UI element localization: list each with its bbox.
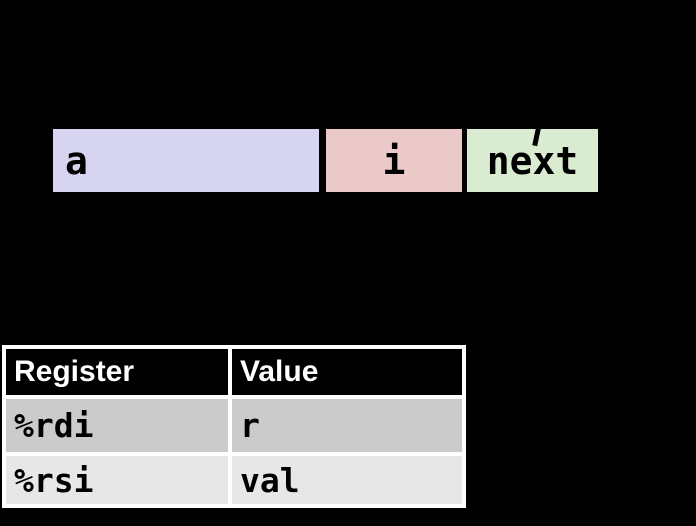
register-table: Register Value %rdi r %rsi val: [2, 345, 466, 508]
memory-box-a-label: a: [65, 138, 88, 183]
value-cell-rdi: r: [228, 395, 466, 456]
table-row-rdi: %rdi r: [2, 395, 466, 456]
column-header-value: Value: [228, 345, 466, 399]
register-cell-rsi: %rsi: [2, 452, 232, 508]
table-row-rsi: %rsi val: [2, 452, 466, 508]
register-table-header-row: Register Value: [2, 345, 466, 399]
column-header-register: Register: [2, 345, 232, 399]
memory-box-i-label: i: [382, 138, 406, 183]
memory-box-next-label: next: [486, 138, 579, 183]
memory-box-i: i: [326, 129, 462, 192]
value-cell-rsi: val: [228, 452, 466, 508]
memory-box-a: a: [53, 129, 319, 192]
register-cell-rdi: %rdi: [2, 395, 232, 456]
